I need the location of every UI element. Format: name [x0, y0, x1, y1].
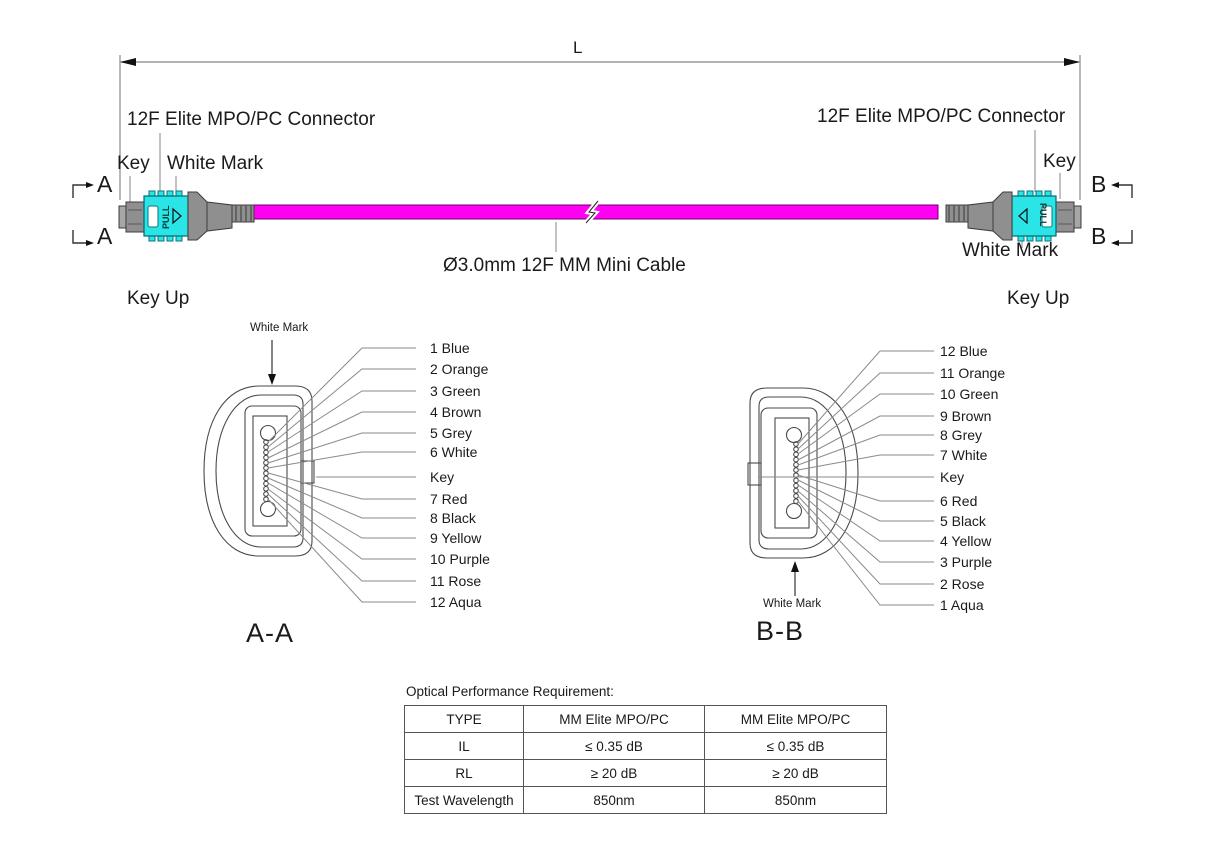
right-key-label: Key: [1043, 151, 1076, 172]
table-row: IL ≤ 0.35 dB ≤ 0.35 dB: [404, 732, 887, 760]
fiber-label-b-7: 7 White: [940, 447, 988, 463]
fiber-label-b-8: 8 Grey: [940, 427, 983, 443]
face-b-fibers: [793, 441, 799, 505]
length-dimension-label: L: [570, 38, 586, 58]
cell-wavelength-a: 850nm: [523, 786, 705, 814]
left-white-mark-label: White Mark: [167, 153, 264, 174]
section-a-top-label: A: [97, 171, 113, 197]
table-title: Optical Performance Requirement:: [406, 684, 614, 699]
right-connector-label: 12F Elite MPO/PC Connector: [817, 106, 1066, 127]
fiber-label-a-8: 8 Black: [430, 510, 476, 526]
face-a-white-mark-label: White Mark: [250, 322, 309, 334]
right-white-mark-label: White Mark: [962, 240, 1059, 261]
face-b-title: B-B: [756, 616, 805, 646]
fiber-label-b-11: 11 Orange: [940, 365, 1006, 381]
fiber-label-a-2: 2 Orange: [430, 361, 489, 377]
fiber-label-a-11: 11 Rose: [430, 573, 482, 589]
section-b-top-label: B: [1091, 171, 1107, 197]
optical-performance-table: TYPE MM Elite MPO/PC MM Elite MPO/PC IL …: [404, 705, 887, 814]
face-b-fan-lines: [758, 350, 934, 606]
cell-il-a: ≤ 0.35 dB: [523, 732, 705, 760]
fiber-label-b-10: 10 Green: [940, 386, 999, 402]
dimension-line: [119, 55, 1081, 200]
section-b-bottom-label: B: [1091, 223, 1107, 249]
fiber-label-a-6: 6 White: [430, 444, 478, 460]
fiber-label-a-9: 9 Yellow: [430, 530, 482, 546]
fiber-label-a-7: 7 Red: [430, 491, 468, 507]
fiber-label-b-4: 4 Yellow: [940, 533, 992, 549]
fiber-label-a-10: 10 Purple: [430, 551, 490, 567]
cell-il-b: ≤ 0.35 dB: [704, 732, 887, 760]
optical-performance-section: Optical Performance Requirement: TYPE MM…: [404, 684, 887, 814]
face-a-fan-lines: [267, 347, 416, 603]
section-mark-a: [72, 184, 87, 244]
leader-lines: [129, 130, 1061, 252]
fiber-label-a-3: 3 Green: [430, 383, 481, 399]
fiber-label-a-4: 4 Brown: [430, 404, 482, 420]
right-key-up-label: Key Up: [1007, 288, 1070, 309]
section-mark-a-arrows: [86, 182, 94, 246]
fiber-label-b-12: 12 Blue: [940, 343, 988, 359]
fiber-label-a-key: Key: [430, 469, 455, 485]
left-key-up-label: Key Up: [127, 288, 190, 309]
face-a-fibers: [263, 439, 269, 503]
cell-il-header: IL: [404, 732, 524, 760]
fiber-label-b-3: 3 Purple: [940, 554, 993, 570]
cable: [253, 199, 939, 225]
fiber-label-a-1: 1 Blue: [430, 340, 470, 356]
fiber-label-b-5: 5 Black: [940, 513, 986, 529]
face-b-drawing: [747, 387, 859, 559]
cable-label: Ø3.0mm 12F MM Mini Cable: [443, 255, 686, 276]
fiber-label-b-6: 6 Red: [940, 493, 978, 509]
cell-wavelength-header: Test Wavelength: [404, 786, 524, 814]
cell-type-a: MM Elite MPO/PC: [523, 705, 705, 733]
face-b-white-mark-label: White Mark: [763, 598, 822, 610]
face-a-white-mark-arrow: [268, 340, 276, 385]
dimension-arrows: [120, 53, 1080, 66]
fiber-label-b-key: Key: [940, 469, 965, 485]
cell-type-b: MM Elite MPO/PC: [704, 705, 887, 733]
table-row: TYPE MM Elite MPO/PC MM Elite MPO/PC: [404, 705, 887, 733]
cell-rl-header: RL: [404, 759, 524, 787]
cell-type-header: TYPE: [404, 705, 524, 733]
fiber-label-b-1: 1 Aqua: [940, 597, 984, 613]
left-connector: PULL: [118, 190, 255, 242]
face-a-title: A-A: [246, 618, 295, 648]
face-b-white-mark-arrow: [791, 561, 799, 596]
table-row: Test Wavelength 850nm 850nm: [404, 786, 887, 814]
section-a-bottom-label: A: [97, 223, 113, 249]
fiber-label-a-12: 12 Aqua: [430, 594, 482, 610]
left-key-label: Key: [117, 153, 150, 174]
section-mark-b: [1118, 184, 1133, 244]
left-pull-label: PULL: [161, 205, 171, 229]
right-connector: PULL: [945, 190, 1082, 242]
cell-rl-b: ≥ 20 dB: [704, 759, 887, 787]
fiber-label-b-9: 9 Brown: [940, 408, 992, 424]
table-row: RL ≥ 20 dB ≥ 20 dB: [404, 759, 887, 787]
face-a-drawing: [203, 385, 315, 557]
section-mark-b-arrows: [1111, 182, 1119, 246]
cell-rl-a: ≥ 20 dB: [523, 759, 705, 787]
left-connector-label: 12F Elite MPO/PC Connector: [127, 109, 376, 130]
right-pull-label: PULL: [1038, 203, 1048, 227]
cell-wavelength-b: 850nm: [704, 786, 887, 814]
fiber-label-b-2: 2 Rose: [940, 576, 985, 592]
fiber-label-a-5: 5 Grey: [430, 425, 473, 441]
